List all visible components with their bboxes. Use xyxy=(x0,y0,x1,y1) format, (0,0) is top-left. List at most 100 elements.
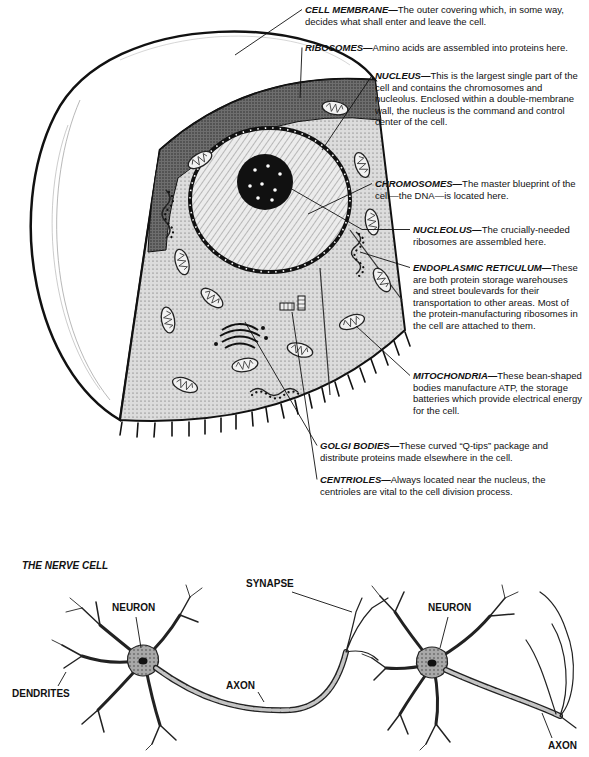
neuron-dendrites xyxy=(52,585,518,750)
neuron-dendrites xyxy=(372,592,514,744)
nucleus xyxy=(270,198,274,202)
golgi-body xyxy=(220,330,260,336)
leader-line xyxy=(300,48,302,99)
cell-interior xyxy=(120,79,405,421)
axon xyxy=(346,598,388,660)
axon xyxy=(156,652,346,710)
mitochondrion xyxy=(172,248,191,276)
part-label: DENDRITES xyxy=(12,688,70,700)
leader-line xyxy=(440,617,448,648)
mitochondrion xyxy=(286,340,314,359)
axon xyxy=(446,670,560,716)
callout-text: GOLGI BODIES—These curved “Q-tips” packa… xyxy=(320,440,583,463)
neuron-body xyxy=(127,645,158,676)
callout-term: ENDOPLASMIC RETICULUM— xyxy=(413,262,551,273)
microvilli xyxy=(120,332,410,437)
neuron-body xyxy=(428,660,437,667)
part-label: SYNAPSE xyxy=(246,578,294,590)
mitochondrion xyxy=(363,208,380,236)
endoplasmic-reticulum xyxy=(165,192,173,240)
leader-line xyxy=(322,76,372,151)
nucleus xyxy=(190,128,350,272)
leader-line xyxy=(58,672,66,686)
golgi-body xyxy=(225,344,255,349)
leader-line xyxy=(542,713,552,738)
mitochondrion xyxy=(171,374,200,395)
callout-term: CELL MEMBRANE— xyxy=(305,4,398,15)
nucleus xyxy=(190,128,350,272)
part-label: NEURON xyxy=(428,602,471,614)
leader-line xyxy=(356,326,410,376)
callout-term: NUCLEUS— xyxy=(375,70,430,81)
neuron-dendrites xyxy=(362,585,518,750)
leader-line xyxy=(258,692,264,702)
centriole xyxy=(284,300,305,310)
cell-interior xyxy=(120,79,405,421)
callout-term: CHROMOSOMES— xyxy=(375,178,462,189)
part-label: NEURON xyxy=(112,602,155,614)
golgi-body xyxy=(261,326,265,330)
neuron-dendrites xyxy=(52,585,202,750)
leader-line xyxy=(58,592,552,738)
golgi-body xyxy=(214,324,268,348)
callout-text: NUCLEOLUS—The crucially-needed ribosomes… xyxy=(413,224,583,247)
neuron-dendrites xyxy=(82,612,490,725)
cell-membrane-outer xyxy=(52,125,100,390)
endoplasmic-reticulum xyxy=(352,232,361,274)
callout-term: GOLGI BODIES— xyxy=(320,440,399,451)
section-heading: THE NERVE CELL xyxy=(22,560,108,572)
nucleus xyxy=(260,182,264,186)
endoplasmic-reticulum xyxy=(252,392,300,399)
mitochondrion xyxy=(185,148,214,172)
part-label: AXON xyxy=(548,740,577,752)
golgi-body xyxy=(220,324,260,348)
endoplasmic-reticulum xyxy=(355,234,364,276)
mitochondrion xyxy=(159,306,176,334)
callout-description: Amino acids are assembled into proteins … xyxy=(373,42,568,53)
axon xyxy=(156,652,346,710)
mitochondrion xyxy=(159,99,394,395)
golgi-body xyxy=(214,342,218,346)
golgi-body xyxy=(222,337,258,343)
neuron-body xyxy=(416,647,447,678)
nucleus xyxy=(190,128,350,272)
nucleus xyxy=(248,164,282,202)
mitochondrion xyxy=(338,311,367,332)
axon xyxy=(446,670,560,716)
leader-line xyxy=(360,252,410,268)
leader-line xyxy=(292,592,352,612)
centriole xyxy=(280,296,305,310)
leader-line xyxy=(292,312,317,480)
axon xyxy=(526,592,576,728)
neuron-dendrites xyxy=(52,585,518,750)
neuron-body xyxy=(127,645,447,678)
leader-line xyxy=(245,322,317,446)
nucleus xyxy=(256,196,260,200)
mitochondrion xyxy=(321,99,349,116)
callout-text: ENDOPLASMIC RETICULUM—These are both pro… xyxy=(413,262,583,331)
callout-term: RIBOSOMES— xyxy=(305,42,373,53)
cell-interior xyxy=(350,230,402,300)
golgi-body xyxy=(264,336,268,340)
callout-text: CENTRIOLES—Always located near the nucle… xyxy=(320,474,583,497)
nucleus xyxy=(237,154,293,210)
callout-text: MITOCHONDRIA—These bean-shaped bodies ma… xyxy=(413,370,583,416)
callout-term: CENTRIOLES— xyxy=(320,474,391,485)
leader-line xyxy=(308,184,372,215)
neuron-body xyxy=(139,658,148,665)
callout-text: RIBOSOMES—Amino acids are assembled into… xyxy=(305,42,583,54)
axon xyxy=(156,592,576,728)
neuron-dendrites xyxy=(62,597,198,744)
leader-line xyxy=(235,10,302,56)
callout-text: CELL MEMBRANE—The outer covering which, … xyxy=(305,4,583,27)
cell-interior xyxy=(320,268,330,395)
cell-membrane-outer xyxy=(57,100,110,400)
callout-text: CHROMOSOMES—The master blueprint of the … xyxy=(375,178,583,201)
nucleus xyxy=(253,168,257,172)
mitochondrion xyxy=(198,285,226,312)
nucleus xyxy=(266,164,270,168)
callout-text: NUCLEUS—This is the largest single part … xyxy=(375,70,583,128)
callout-term: NUCLEOLUS— xyxy=(413,224,482,235)
nucleus xyxy=(248,184,252,188)
